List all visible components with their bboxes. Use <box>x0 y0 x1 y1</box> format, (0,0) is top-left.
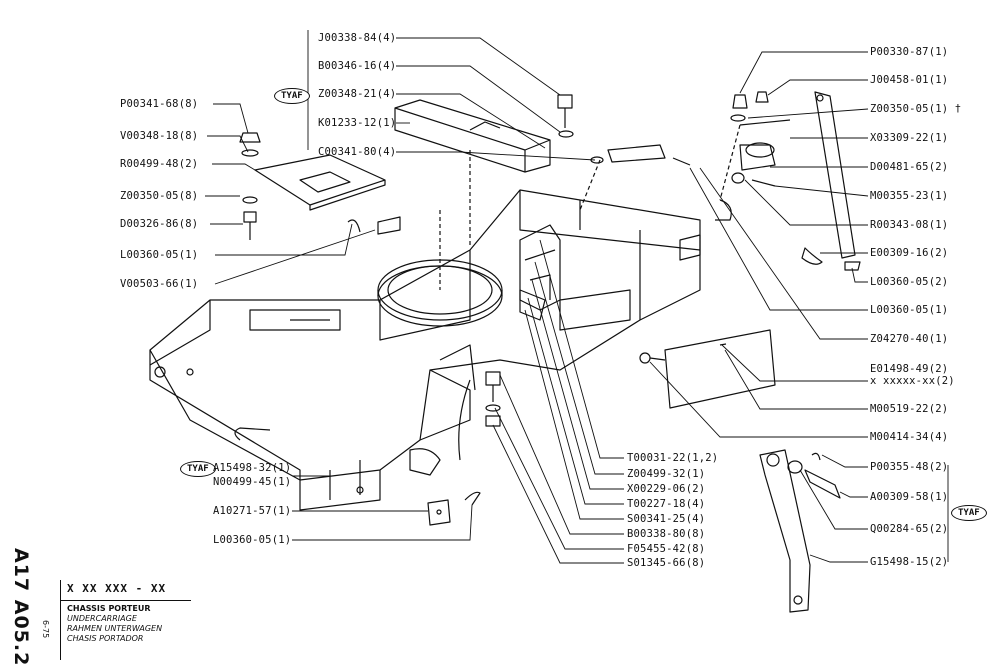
top-beam-part <box>394 99 551 173</box>
tyaf-marker-left: TYAF <box>180 461 216 477</box>
part-label: F05455-42(8) <box>627 543 706 555</box>
part-label: X00229-06(2) <box>627 483 706 495</box>
part-label: L00360-05(1) <box>120 249 199 261</box>
leader-lines <box>205 30 949 564</box>
title-spanish: CHASIS PORTADOR <box>67 634 144 643</box>
part-label: x xxxxx-xx(2) <box>870 375 955 387</box>
part-label: J00458-01(1) <box>870 74 949 86</box>
part-label: M00519-22(2) <box>870 403 949 415</box>
bottom-right-arm <box>759 449 841 613</box>
part-label: C00341-80(4) <box>318 146 397 158</box>
part-label: Z00350-05(8) <box>120 190 199 202</box>
part-label: Z00350-05(1) † <box>870 103 962 115</box>
part-label: B00346-16(4) <box>318 60 397 72</box>
title-separator <box>61 600 191 601</box>
tyaf-marker-top: TYAF <box>274 88 310 104</box>
part-label: P00355-48(2) <box>870 461 949 473</box>
part-label: A15498-32(1) <box>213 462 292 474</box>
part-label: R00499-48(2) <box>120 158 199 170</box>
part-label: S00341-25(4) <box>627 513 706 525</box>
part-label: Z04270-40(1) <box>870 333 949 345</box>
part-label: E01498-49(2) <box>870 363 949 375</box>
top-left-plate <box>254 154 386 211</box>
part-label: M00414-34(4) <box>870 431 949 443</box>
part-label: G15498-15(2) <box>870 556 949 568</box>
part-label: P00330-87(1) <box>870 46 949 58</box>
part-label: D00326-86(8) <box>120 218 199 230</box>
part-label: E00309-16(2) <box>870 247 949 259</box>
part-label: N00499-45(1) <box>213 476 292 488</box>
dashed-guides <box>439 124 741 290</box>
drawing-date: 6-75 <box>41 620 50 639</box>
part-label: D00481-65(2) <box>870 161 949 173</box>
part-label: Z00348-21(4) <box>318 88 397 100</box>
bottom-left-parts <box>427 491 481 526</box>
part-label: P00341-68(8) <box>120 98 199 110</box>
part-label: S01345-66(8) <box>627 557 706 569</box>
side-plate <box>639 329 776 409</box>
part-label: M00355-23(1) <box>870 190 949 202</box>
center-bracket <box>519 224 561 311</box>
title-german: RAHMEN UNTERWAGEN <box>67 624 163 633</box>
part-label: T00227-18(4) <box>627 498 706 510</box>
title-code: X XX XXX - XX <box>67 582 167 595</box>
part-label: R00343-08(1) <box>870 219 949 231</box>
part-label: K01233-12(1) <box>318 117 397 129</box>
part-label: L00360-05(1) <box>870 304 949 316</box>
part-label: X03309-22(1) <box>870 132 949 144</box>
drawing-code: A17 A05.2 <box>10 548 32 667</box>
title-english: UNDERCARRIAGE <box>67 614 137 623</box>
top-bolts <box>557 94 691 166</box>
part-label: Z00499-32(1) <box>627 468 706 480</box>
title-french: CHASSIS PORTEUR <box>67 604 151 613</box>
part-label: V00348-18(8) <box>120 130 199 142</box>
part-label: B00338-80(8) <box>627 528 706 540</box>
part-label: A00309-58(1) <box>870 491 949 503</box>
tyaf-marker-right: TYAF <box>951 505 987 521</box>
part-label: L00360-05(2) <box>870 276 949 288</box>
right-arm-assembly <box>730 91 861 271</box>
part-label: J00338-84(4) <box>318 32 397 44</box>
title-block: X XX XXX - XX CHASSIS PORTEUR UNDERCARRI… <box>60 580 191 660</box>
part-label: L00360-05(1) <box>213 534 292 546</box>
part-label: A10271-57(1) <box>213 505 292 517</box>
part-label: Q00284-65(2) <box>870 523 949 535</box>
part-label: V00503-66(1) <box>120 278 199 290</box>
part-label: T00031-22(1,2) <box>627 452 719 464</box>
chassis-frame <box>149 189 732 511</box>
